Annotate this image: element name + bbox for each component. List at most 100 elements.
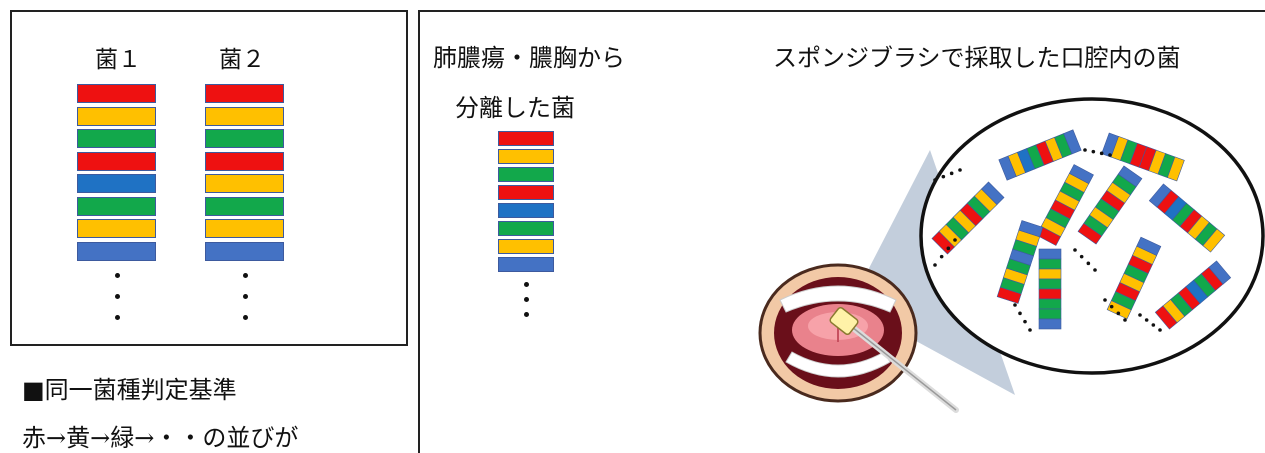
- trail-dot: [1023, 319, 1027, 324]
- continuation-dot: [115, 315, 120, 320]
- band-green: [77, 129, 156, 148]
- comparison-frame: [418, 10, 1265, 453]
- band-yellow: [498, 239, 554, 254]
- magnified-band-green: [1038, 298, 1062, 310]
- continuation-dot: [243, 273, 248, 278]
- continuation-dot: [524, 297, 529, 302]
- band-steel: [77, 241, 156, 261]
- mouth-illustration: [758, 263, 918, 403]
- continuation-dot: [115, 294, 120, 299]
- band-blue: [77, 174, 156, 193]
- magnified-band-steel: [1063, 129, 1082, 155]
- band-steel: [205, 241, 284, 261]
- trail-dot: [1013, 303, 1017, 307]
- trail-dot: [939, 254, 944, 259]
- magnified-band-yellow: [1038, 268, 1062, 280]
- band-yellow: [498, 149, 554, 164]
- band-yellow: [205, 106, 284, 126]
- band-red: [77, 84, 156, 103]
- band-green: [498, 221, 554, 236]
- isolate-title-line1: 肺膿瘍・膿胸から: [433, 44, 625, 72]
- magnified-band-yellow: [1202, 228, 1226, 253]
- magnified-band-green: [1038, 308, 1062, 320]
- magnified-bacterium: [1106, 236, 1162, 320]
- sponge-brush-swab: [829, 306, 959, 413]
- band-red: [77, 151, 156, 171]
- isolate-title-line2: 分離した菌: [455, 94, 575, 122]
- criteria-text: 赤→黄→緑→・・の並びが: [22, 424, 299, 452]
- band-red: [498, 185, 554, 200]
- trail-dot: [949, 171, 954, 176]
- trail-dot: [958, 168, 962, 172]
- band-yellow: [77, 219, 156, 238]
- isolate-band-stack: [498, 131, 554, 275]
- continuation-dot: [243, 294, 248, 299]
- magnified-bacterium: [998, 129, 1082, 181]
- trail-dot: [1099, 151, 1104, 156]
- magnified-bacterium: [1101, 132, 1185, 182]
- trail-dot: [933, 263, 937, 267]
- trail-dot: [1144, 318, 1149, 322]
- magnified-bacterium: [1077, 165, 1143, 245]
- trail-dot: [1108, 153, 1112, 157]
- magnified-band-red: [1038, 288, 1062, 300]
- magnified-band-green: [1038, 258, 1062, 270]
- trail-dot: [1158, 328, 1162, 332]
- trail-dot: [1109, 304, 1114, 309]
- trail-dot: [1079, 254, 1084, 259]
- reference-strains-box: [10, 10, 408, 346]
- band-blue: [498, 203, 554, 218]
- band-green: [205, 196, 284, 216]
- continuation-dot: [524, 282, 529, 287]
- trail-dot: [946, 246, 951, 251]
- band-green: [77, 196, 156, 216]
- magnified-band-steel: [1068, 164, 1094, 185]
- trail-dot: [953, 238, 957, 242]
- trail-dot: [1123, 318, 1127, 322]
- magnified-bacterium: [1036, 164, 1094, 246]
- magnified-bacterium: [1154, 260, 1232, 330]
- band-red: [205, 84, 284, 103]
- trail-dot: [1138, 313, 1142, 317]
- band-red: [205, 151, 284, 171]
- trail-dot: [933, 178, 937, 182]
- trail-dot: [1028, 328, 1032, 332]
- magnified-band-steel: [1018, 220, 1044, 238]
- band-yellow: [205, 174, 284, 193]
- trail-dot: [1083, 148, 1087, 152]
- band-green: [498, 167, 554, 182]
- magnified-bacterium: [1148, 183, 1226, 253]
- trail-dot: [1086, 261, 1091, 266]
- continuation-dot: [115, 273, 120, 278]
- band-steel: [498, 257, 554, 272]
- magnified-bacteria-group: [931, 129, 1232, 332]
- trail-dot: [1116, 311, 1121, 316]
- continuation-dot: [243, 315, 248, 320]
- trail-dot: [1091, 149, 1096, 154]
- trail-dot: [1151, 323, 1156, 327]
- magnified-band-steel: [981, 181, 1005, 205]
- trail-dot: [1103, 298, 1107, 302]
- trail-dot: [1073, 248, 1077, 252]
- strain-1-band-stack: [77, 84, 156, 264]
- strain-2-label: 菌２: [219, 47, 265, 73]
- magnified-band-steel: [1038, 248, 1062, 260]
- magnified-bacterium: [996, 220, 1044, 304]
- band-red: [498, 131, 554, 146]
- continuation-dot: [524, 312, 529, 317]
- band-yellow: [77, 106, 156, 126]
- oral-bacteria-title: スポンジブラシで採取した口腔内の菌: [773, 44, 1181, 72]
- band-green: [205, 129, 284, 148]
- trail-dot: [1018, 311, 1022, 316]
- magnified-band-steel: [1117, 165, 1143, 188]
- magnified-band-green: [1038, 278, 1062, 290]
- magnified-band-steel: [1136, 236, 1162, 256]
- trail-dot: [1093, 268, 1097, 272]
- trail-dot: [941, 174, 946, 179]
- strain-2-band-stack: [205, 84, 284, 264]
- magnified-band-steel: [1208, 260, 1232, 285]
- magnified-band-steel: [1038, 318, 1062, 330]
- criteria-title: ■同一菌種判定基準: [22, 376, 237, 404]
- magnified-bacterium: [1038, 248, 1062, 330]
